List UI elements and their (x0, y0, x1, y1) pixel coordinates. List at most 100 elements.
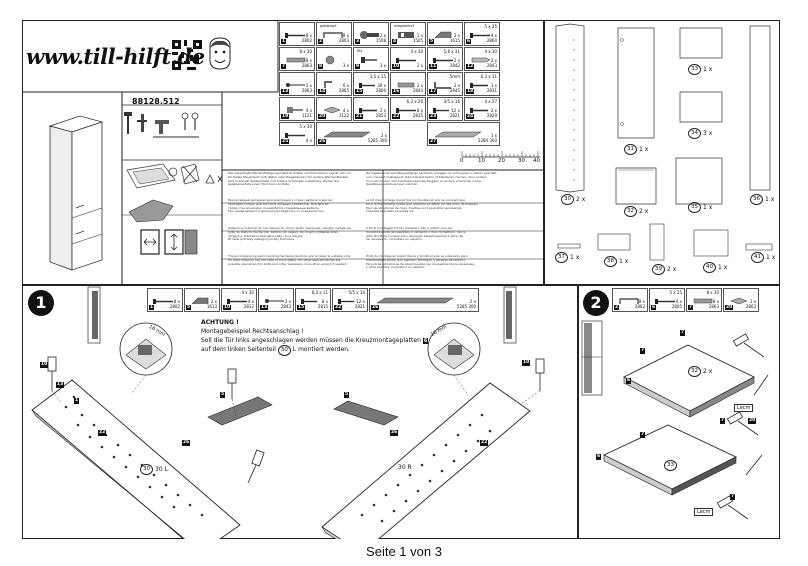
paragraph-en: The accompanying wall mounting hardware … (228, 254, 351, 266)
paragraph-pl: Załączony materiał do mocowania do ścian… (228, 226, 351, 242)
measurement-ruler (461, 151, 540, 158)
qr-code-icon (172, 40, 202, 70)
ruler-label: 10 (478, 158, 485, 164)
page-top-right-frame (544, 20, 780, 285)
screw-icon (470, 83, 488, 88)
paragraph-it: Il kit di montaggio fornito (tasselli e … (366, 226, 466, 242)
ruler-label: 30 (518, 158, 525, 164)
warning-icon (205, 174, 223, 184)
rail-icon (323, 131, 371, 138)
note-title: ACHTUNG ! (201, 319, 239, 326)
bracket-icon (434, 31, 452, 39)
note-tag: 6 (422, 337, 429, 344)
hinge-icon (360, 31, 379, 39)
step2-frame (578, 285, 780, 539)
plug-icon (471, 57, 491, 63)
top-left-grid-lines (22, 20, 544, 285)
step1-frame (22, 285, 578, 539)
screw-icon (359, 83, 375, 88)
rail-icon (434, 131, 482, 138)
part-tag: 13 (56, 382, 65, 388)
mascot-face-icon (209, 37, 231, 70)
screw-icon (470, 33, 490, 38)
screw-icon (433, 108, 449, 113)
dowel-icon (397, 82, 415, 88)
part-tag: 7 (640, 432, 646, 438)
handle-icon (323, 32, 343, 38)
part-tag: 5 (344, 392, 350, 398)
screw-icon (285, 133, 305, 138)
ruler-label: 0 (460, 158, 464, 164)
cam-lock-icon (325, 55, 335, 65)
part-tag: 7 (720, 418, 726, 424)
paragraph-nl: De bijgeleverde wandbevestigings hardwar… (366, 171, 497, 187)
part-tag: 26 (182, 440, 191, 446)
allen-key-icon (434, 82, 451, 89)
note-line-1: Montagebeispiel Rechtsanschlag ! (201, 327, 304, 335)
screw-icon (433, 58, 453, 63)
bracket-icon (324, 81, 332, 88)
hinge-adjust-illustration (126, 163, 200, 255)
pin-icon (286, 83, 305, 87)
part-tag: 26 (390, 430, 399, 436)
screw-icon (396, 108, 416, 113)
cabinet-illustration (48, 115, 104, 271)
click-label: Lecm (694, 508, 714, 516)
page-number: Seite 1 von 3 (366, 544, 442, 559)
part-tag: 10 (40, 362, 49, 368)
magnet-icon (398, 32, 414, 38)
paragraph-de: Das beigefügte Wandbefestigungsmaterial … (228, 171, 352, 187)
part-tag: 5 (220, 392, 226, 398)
part-tag: 7 (640, 348, 646, 354)
step1-assembly-illustration (31, 286, 545, 539)
ruler-label: 20 (498, 158, 505, 164)
dowel-icon (286, 57, 306, 63)
part-tag: 22 (98, 430, 107, 436)
step2-number: 2 (583, 290, 609, 316)
part-tag: 20 (748, 418, 757, 424)
step2-assembly-illustration (581, 320, 769, 520)
click-label: Lecm (734, 404, 754, 412)
bolt-icon (361, 57, 377, 63)
